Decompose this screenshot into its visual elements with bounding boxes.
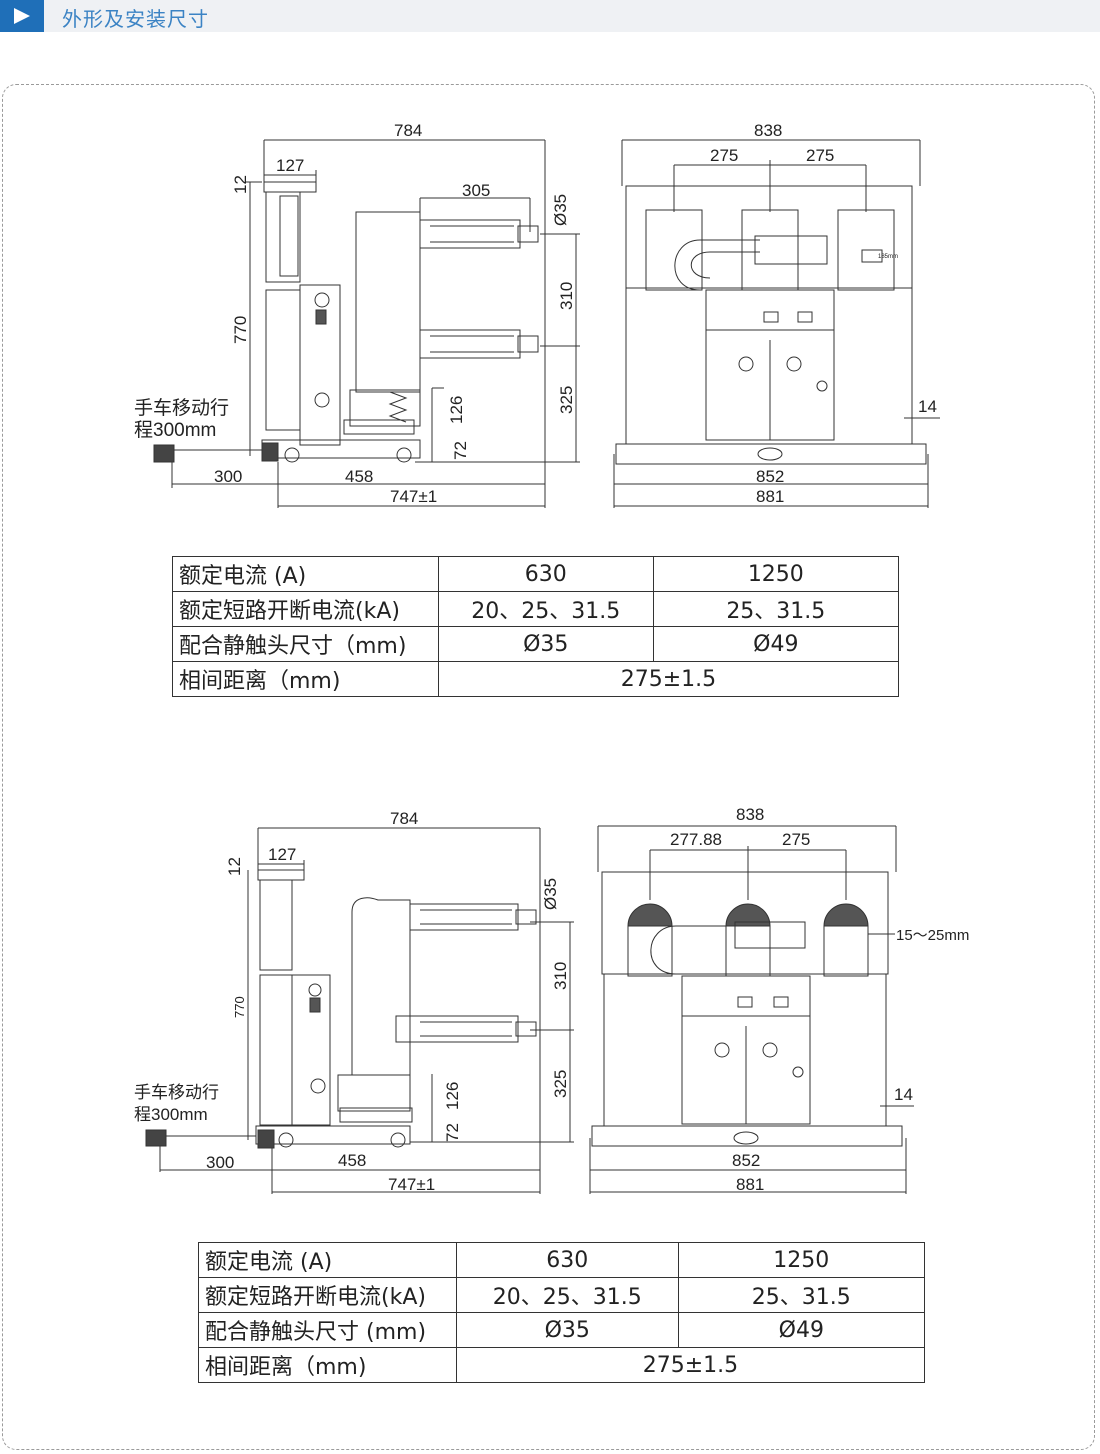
- table-row: 额定电流 (A) 630 1250: [198, 1242, 926, 1278]
- travel-note-line2-1: 程300mm: [134, 419, 216, 441]
- content-frame: [2, 84, 1095, 1450]
- cell-value: 630: [455, 1242, 679, 1278]
- dim-784-1: 784: [394, 121, 422, 140]
- side-view-1: [153, 139, 580, 508]
- table-row: 相间距离（mm) 275±1.5: [198, 1347, 926, 1383]
- dim-275-2: 275: [782, 830, 810, 849]
- dim-300-2: 300: [206, 1153, 234, 1172]
- dim-881-1: 881: [756, 487, 784, 506]
- table-row: 配合静触头尺寸（mm) Ø35 Ø49: [172, 626, 900, 662]
- dim-127-1: 127: [276, 156, 304, 175]
- cell-value: Ø49: [677, 1312, 926, 1348]
- dim-12-1: 12: [231, 175, 250, 194]
- dim-126-2: 126: [443, 1082, 462, 1110]
- dim-72-1: 72: [451, 441, 470, 460]
- side-view-2: [145, 827, 574, 1194]
- dim-458-2: 458: [338, 1151, 366, 1170]
- dim-275a-1: 275: [710, 146, 738, 165]
- spec-table-1: 额定电流 (A) 630 1250 额定短路开断电流(kA) 20、25、31.…: [172, 556, 900, 697]
- dim-325-2: 325: [551, 1070, 570, 1098]
- dim-72-2: 72: [443, 1123, 462, 1142]
- play-icon: [0, 0, 44, 32]
- travel-note-line2-2: 程300mm: [134, 1105, 208, 1124]
- dim-14-1: 14: [918, 397, 937, 416]
- front-view-2: [589, 825, 914, 1194]
- dim-458-1: 458: [345, 467, 373, 486]
- dim-852-2: 852: [732, 1151, 760, 1170]
- travel-note-line1-1: 手车移动行: [134, 397, 229, 419]
- dim-747-2: 747±1: [388, 1175, 435, 1194]
- cell-value: 275±1.5: [455, 1347, 926, 1383]
- cell-value: 20、25、31.5: [437, 591, 654, 627]
- dim-310-2: 310: [551, 962, 570, 990]
- cell-value: 25、31.5: [677, 1277, 926, 1313]
- dim-310-1: 310: [557, 282, 576, 310]
- cell-value: Ø35: [437, 626, 654, 662]
- dim-300-1: 300: [214, 467, 242, 486]
- note-185mm: 185mm: [878, 254, 898, 260]
- dim-12-2: 12: [225, 857, 244, 876]
- row-label: 额定电流 (A): [198, 1242, 457, 1278]
- dim-dia35-2: Ø35: [541, 878, 560, 910]
- dim-126-1: 126: [447, 396, 466, 424]
- table-row: 配合静触头尺寸 (mm) Ø35 Ø49: [198, 1312, 926, 1348]
- row-label: 额定电流 (A): [172, 556, 439, 592]
- cell-value: 20、25、31.5: [455, 1277, 679, 1313]
- row-label: 配合静触头尺寸 (mm): [198, 1312, 457, 1348]
- travel-note-line1-2: 手车移动行: [134, 1083, 219, 1102]
- dim-770-1: 770: [231, 316, 250, 344]
- dim-852-1: 852: [756, 467, 784, 486]
- table-row: 额定电流 (A) 630 1250: [172, 556, 900, 592]
- cell-value: 1250: [652, 556, 900, 592]
- dim-305-1: 305: [462, 181, 490, 200]
- cell-value: 1250: [677, 1242, 926, 1278]
- cell-value: 275±1.5: [437, 661, 900, 697]
- dim-770-2: 770: [232, 996, 247, 1018]
- cell-value: Ø49: [652, 626, 900, 662]
- cell-value: 630: [437, 556, 654, 592]
- cell-value: Ø35: [455, 1312, 679, 1348]
- section-header: 外形及安装尺寸: [0, 0, 1100, 32]
- spec-table-2: 额定电流 (A) 630 1250 额定短路开断电流(kA) 20、25、31.…: [198, 1242, 926, 1383]
- row-label: 配合静触头尺寸（mm): [172, 626, 439, 662]
- dim-dia35-1: Ø35: [551, 194, 570, 226]
- dim-range-2: 15～25mm: [896, 927, 969, 944]
- dim-14-2: 14: [894, 1085, 913, 1104]
- dim-127-2: 127: [268, 845, 296, 864]
- dim-838-2: 838: [736, 805, 764, 824]
- dim-881-2: 881: [736, 1175, 764, 1194]
- table-row: 相间距离（mm) 275±1.5: [172, 661, 900, 697]
- row-label: 额定短路开断电流(kA): [172, 591, 439, 627]
- section-title: 外形及安装尺寸: [62, 7, 209, 31]
- row-label: 额定短路开断电流(kA): [198, 1277, 457, 1313]
- front-view-1: [613, 139, 940, 508]
- cell-value: 25、31.5: [652, 591, 900, 627]
- table-row: 额定短路开断电流(kA) 20、25、31.5 25、31.5: [198, 1277, 926, 1313]
- dim-275b-1: 275: [806, 146, 834, 165]
- dim-838-1: 838: [754, 121, 782, 140]
- dim-27788-2: 277.88: [670, 830, 722, 849]
- dim-784-2: 784: [390, 809, 418, 828]
- dim-747-1: 747±1: [390, 487, 437, 506]
- table-row: 额定短路开断电流(kA) 20、25、31.5 25、31.5: [172, 591, 900, 627]
- row-label: 相间距离（mm): [198, 1347, 457, 1383]
- row-label: 相间距离（mm): [172, 661, 439, 697]
- dim-325-1: 325: [557, 386, 576, 414]
